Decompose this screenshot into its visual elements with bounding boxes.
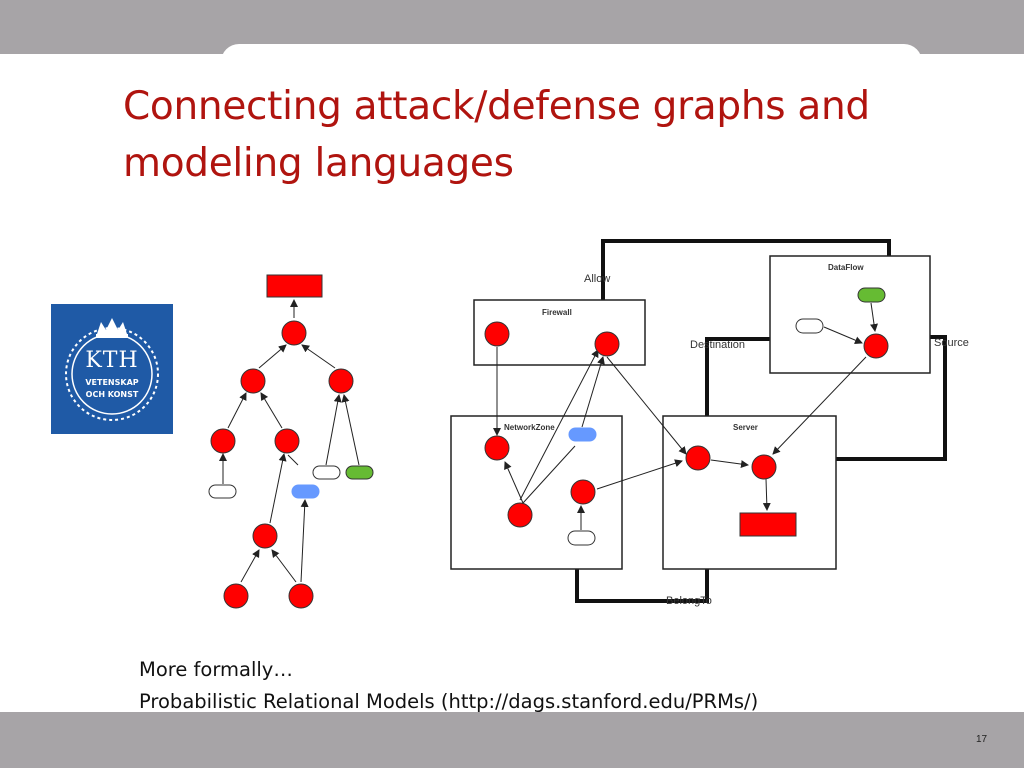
dataflow-label: DataFlow — [828, 263, 864, 272]
networkzone-node — [570, 479, 596, 505]
server-node — [751, 454, 777, 480]
tree-node — [274, 428, 300, 454]
destination-label: Destination — [690, 339, 745, 351]
networkzone-defense — [567, 530, 596, 546]
defense-node-green — [345, 465, 374, 480]
defense-node-blue — [291, 484, 320, 499]
crown-wreath-icon — [65, 318, 159, 421]
tree-node — [240, 368, 266, 394]
dataflow-defense-green — [857, 287, 886, 303]
networkzone-node — [484, 435, 510, 461]
kth-logo: KTH VETENSKAP OCH KONST — [51, 304, 173, 434]
tree-node — [288, 583, 314, 609]
slide-title: Connecting attack/defense graphs and mod… — [123, 78, 923, 192]
networkzone-defense-blue — [568, 427, 597, 442]
attack-tree — [208, 274, 374, 609]
slide-footer: More formally… Probabilistic Relational … — [139, 654, 758, 718]
firewall-label: Firewall — [542, 308, 572, 317]
logo-line-2: OCH KONST — [85, 390, 139, 399]
networkzone-box — [450, 415, 623, 570]
model-diagram: Firewall DataFlow NetworkZone Server All… — [450, 239, 969, 607]
dataflow-node — [863, 333, 889, 359]
server-goal-node — [739, 512, 797, 537]
defense-node — [312, 465, 341, 480]
goal-node — [266, 274, 323, 298]
tree-node — [281, 320, 307, 346]
footer-line-1: More formally… — [139, 658, 293, 681]
page-number: 17 — [976, 734, 988, 745]
logo-name: KTH — [85, 348, 139, 373]
dataflow-box — [769, 255, 931, 374]
dataflow-defense — [795, 318, 824, 334]
allow-label: Allow — [584, 273, 610, 285]
tree-node — [223, 583, 249, 609]
footer-line-2: Probabilistic Relational Models (http://… — [139, 690, 759, 713]
logo-line-1: VETENSKAP — [85, 378, 139, 387]
belongto-label: BelongTo — [666, 595, 712, 607]
networkzone-node — [507, 502, 533, 528]
server-box — [662, 415, 837, 570]
tree-node — [210, 428, 236, 454]
firewall-node — [594, 331, 620, 357]
title-line-1: Connecting attack/defense graphs and — [123, 84, 870, 129]
tree-node — [252, 523, 278, 549]
bottom-bar — [0, 712, 1024, 768]
firewall-node — [484, 321, 510, 347]
server-node — [685, 445, 711, 471]
server-label: Server — [733, 423, 758, 432]
networkzone-label: NetworkZone — [504, 423, 555, 432]
defense-node — [208, 484, 237, 499]
title-line-2: modeling languages — [123, 141, 514, 186]
source-label: Source — [934, 337, 969, 349]
tree-node — [328, 368, 354, 394]
